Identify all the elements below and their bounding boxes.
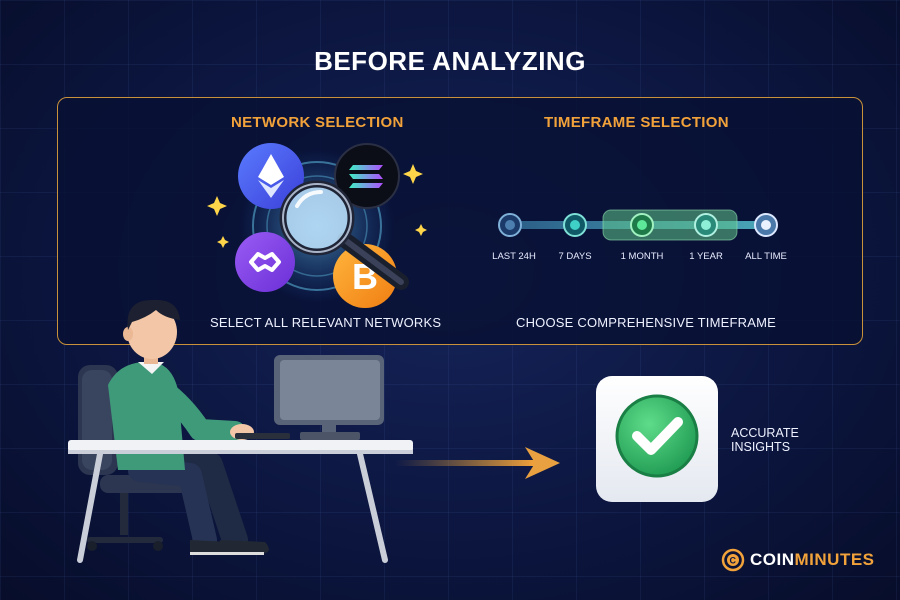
page-title: BEFORE ANALYZING (314, 46, 586, 76)
brand-part-2: MINUTES (794, 550, 875, 569)
timeframe-slider[interactable] (490, 205, 790, 250)
timeframe-option-last-24h[interactable]: LAST 24H (492, 251, 536, 262)
svg-text:C: C (730, 556, 737, 566)
brand-logo: C COINMINUTES (721, 548, 875, 572)
arrow-icon (395, 447, 560, 479)
timeframe-option-7-days[interactable]: 7 DAYS (558, 251, 592, 262)
timeframe-node-1-year (694, 213, 718, 237)
coin-logo-icon: C (721, 548, 745, 572)
timeframe-node-all-time (754, 213, 778, 237)
timeframe-node-1-month (630, 213, 654, 237)
sparkle-icon (207, 164, 427, 248)
timeframe-option-1-month[interactable]: 1 MONTH (620, 251, 664, 262)
polygon-icon (235, 232, 295, 292)
network-selection-caption: SELECT ALL RELEVANT NETWORKS (210, 315, 442, 330)
result-line-2: INSIGHTS (731, 440, 791, 454)
checkmark-icon (596, 376, 718, 502)
timeframe-selection-caption: CHOOSE COMPREHENSIVE TIMEFRAME (516, 315, 777, 330)
network-selection-title: NETWORK SELECTION (231, 114, 404, 131)
solana-icon (334, 143, 400, 209)
analyst-illustration (68, 299, 413, 563)
brand-part-1: COIN (750, 550, 795, 569)
network-illustration: B (207, 143, 427, 308)
timeframe-selection-title: TIMEFRAME SELECTION (544, 114, 729, 131)
result-line-1: ACCURATE (731, 426, 799, 440)
timeframe-node-7-days (563, 213, 587, 237)
timeframe-option-1-year[interactable]: 1 YEAR (689, 251, 723, 262)
timeframe-node-last-24h (498, 213, 522, 237)
result-label: ACCURATE INSIGHTS (731, 426, 799, 454)
magnifier-icon (279, 180, 409, 290)
ethereum-icon (238, 143, 304, 209)
timeframe-option-all-time[interactable]: ALL TIME (745, 251, 787, 262)
